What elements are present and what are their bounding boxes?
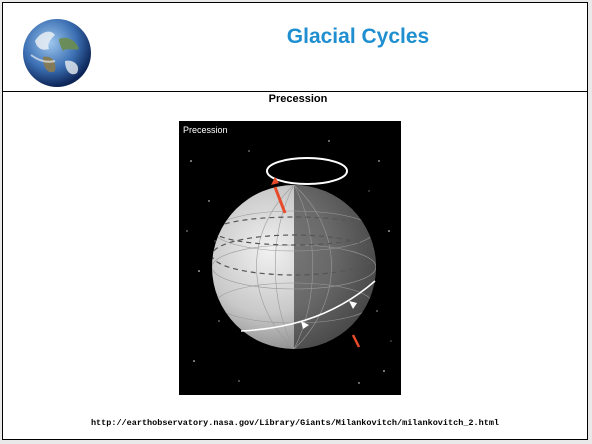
title-divider	[3, 91, 587, 92]
slide-subtitle: Precession	[268, 93, 328, 105]
earth-sphere	[212, 185, 376, 349]
axis-arrow-top	[271, 177, 287, 214]
precession-circle	[266, 157, 348, 185]
source-url: http://earthobservatory.nasa.gov/Library…	[90, 418, 500, 428]
precession-illustration: Precession	[183, 125, 392, 384]
star-field	[186, 140, 392, 384]
earth-globe-icon	[23, 19, 91, 87]
figure-label: Precession	[183, 125, 228, 135]
slide-title: Glacial Cycles	[286, 25, 430, 48]
precession-figure: Precession	[179, 121, 401, 395]
slide: Glacial Cycles Precession	[2, 2, 588, 440]
axis-arrow-bottom	[351, 334, 361, 348]
